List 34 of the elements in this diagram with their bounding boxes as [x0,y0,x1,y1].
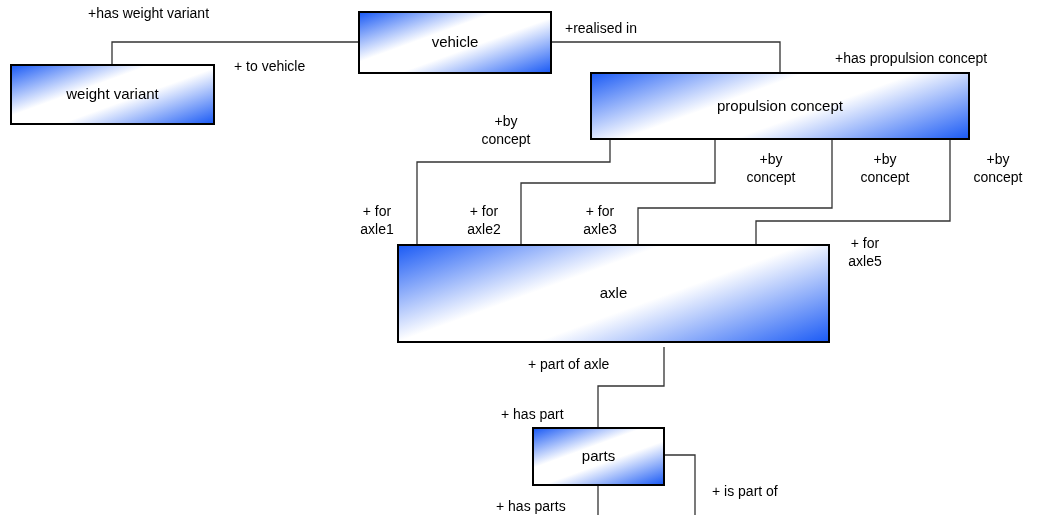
role-label: + is part of [712,482,778,500]
association-line [755,139,951,245]
role-label: + has part [501,405,564,423]
role-label: +by concept [972,150,1024,186]
class-name: propulsion concept [717,95,843,116]
role-label: + for axle3 [582,202,618,238]
association-line [597,454,696,515]
class-box [10,64,215,125]
role-label: + for axle5 [847,234,883,270]
class-name: axle [599,283,628,304]
association-line [111,41,359,65]
class-name: vehicle [431,32,479,53]
role-label: +by concept [745,150,797,186]
role-label: +realised in [565,19,637,37]
association-line [520,139,716,245]
role-label: +has propulsion concept [835,49,988,67]
role-label: + for axle2 [466,202,502,238]
class-box [532,427,665,486]
class-name: weight variant [66,84,159,105]
role-label: + has parts [496,497,566,515]
association-line [416,139,611,245]
association-line [597,346,665,428]
association-line [551,41,781,73]
role-label: + part of axle [528,355,610,373]
role-label: +has weight variant [88,4,210,22]
class-box [358,11,552,74]
association-line [637,139,833,245]
class-box [590,72,970,140]
class-name: parts [581,446,616,467]
role-label: + to vehicle [234,57,306,75]
class-box [397,244,830,343]
role-label: + for axle1 [359,202,395,238]
role-label: +by concept [859,150,911,186]
role-label: +by concept [480,112,532,148]
